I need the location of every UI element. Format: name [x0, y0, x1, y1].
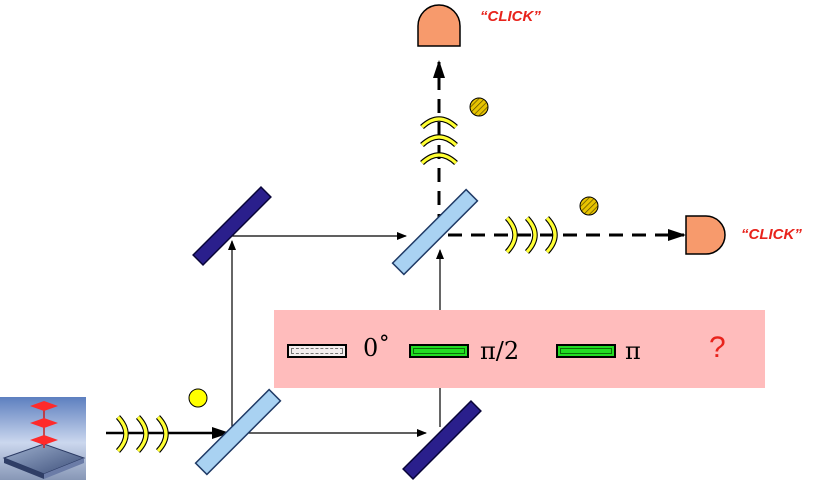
- phase-label-pi: π: [625, 337, 641, 365]
- phase-plate-pi: [556, 344, 616, 358]
- phase-label-0: 0˚: [363, 334, 391, 362]
- detector-right-icon: [685, 215, 726, 255]
- detector-top-label: “CLICK”: [480, 8, 541, 25]
- beam-splitter-input: [194, 388, 282, 476]
- question-mark: ?: [709, 331, 726, 364]
- detector-top-icon: [417, 4, 461, 47]
- mirror-bottom-right: [402, 400, 482, 480]
- output-beams: [433, 60, 686, 241]
- detector-right-label: “CLICK”: [741, 226, 802, 243]
- layered-source-icon: [0, 397, 86, 480]
- phase-plate-0: [287, 344, 347, 358]
- photon-input-icon: [188, 388, 208, 408]
- phase-plate-half-pi: [409, 344, 469, 358]
- mirror-top-left: [192, 186, 272, 266]
- phase-label-half-pi: π/2: [480, 337, 520, 365]
- beam-splitter-output: [391, 188, 479, 276]
- photon-up-icon: [469, 97, 489, 117]
- photon-right-icon: [579, 196, 599, 216]
- phase-panel: 0˚ π/2 π ?: [274, 310, 765, 388]
